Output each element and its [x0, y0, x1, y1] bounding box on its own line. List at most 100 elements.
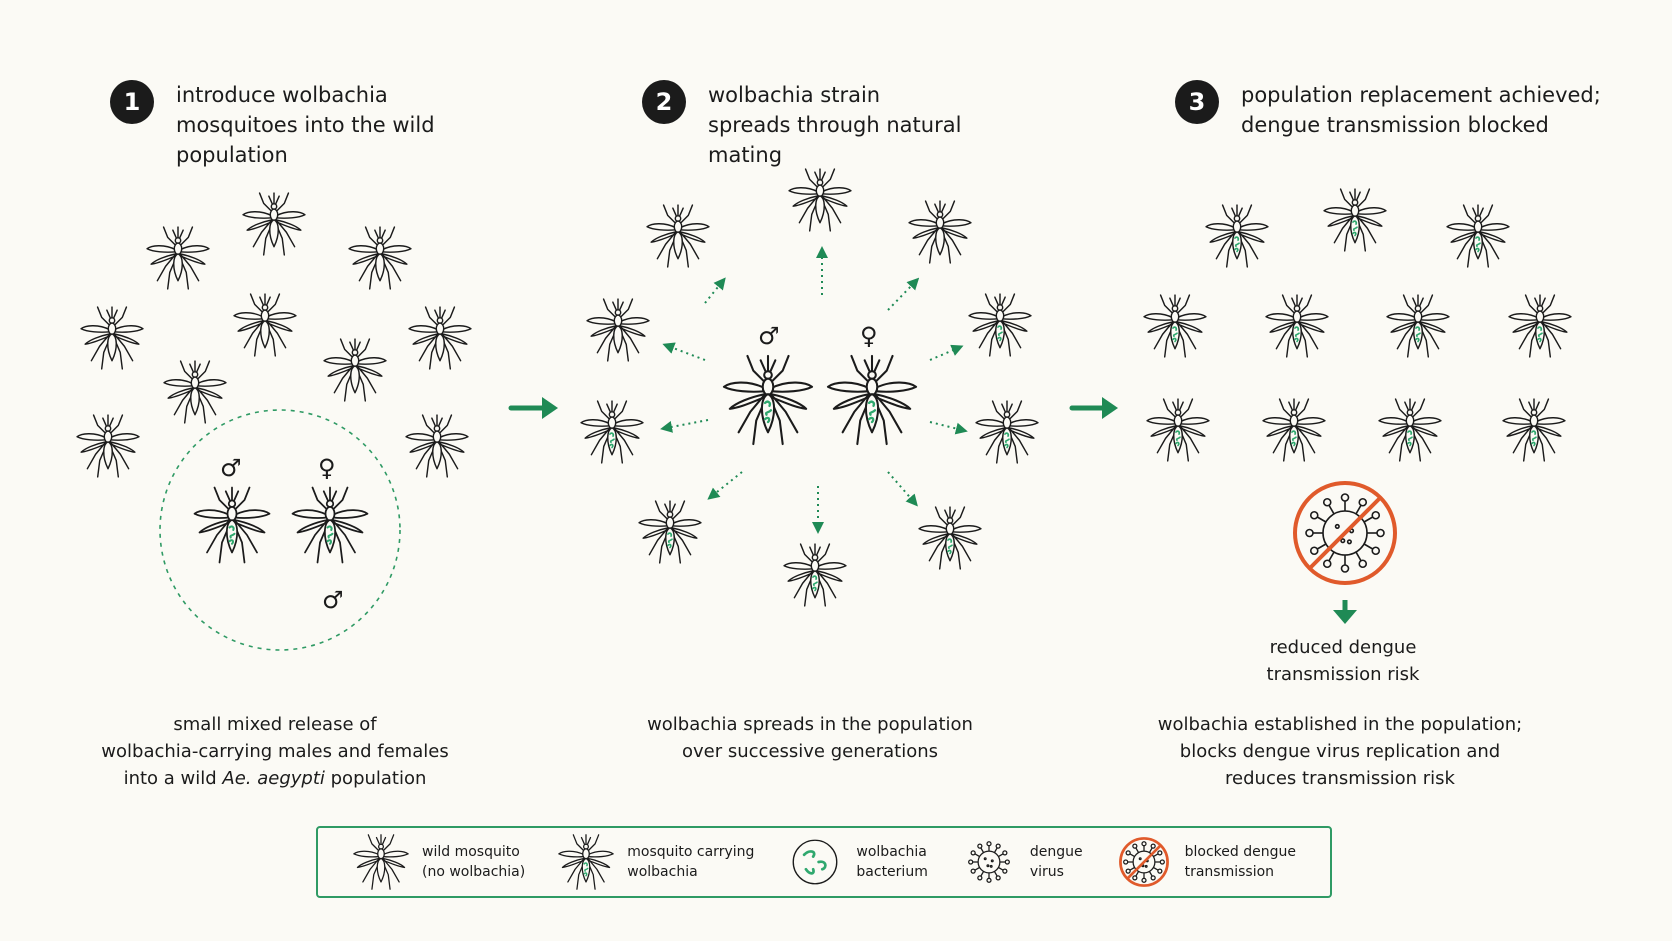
male-symbol: ♂	[220, 454, 242, 482]
mating-wolbachia-female	[828, 356, 916, 444]
legend-item-wolbachia-mosquito: mosquito carrying wolbachia	[557, 833, 754, 891]
risk-label-line: reduced dengue	[1269, 637, 1417, 658]
blocked-dengue-icon	[1118, 837, 1169, 887]
legend-label-line: wolbachia	[627, 864, 698, 880]
wolbachia-mosquito-icon	[1144, 295, 1206, 357]
dengue-virus-icon	[967, 841, 1010, 883]
female-symbol: ♀	[318, 454, 336, 482]
caption-line: wolbachia established in the population;	[1157, 714, 1523, 735]
male-symbol: ♂	[322, 586, 344, 614]
legend-item-wolbachia-bacterium: wolbachia bacterium	[786, 833, 928, 891]
legend-label: wolbachia bacterium	[856, 842, 927, 882]
spread-arrow	[660, 419, 709, 433]
spread-arrow	[707, 471, 743, 500]
wolbachia-mosquito-icon	[1503, 399, 1565, 461]
risk-label-line: transmission risk	[1266, 664, 1420, 685]
wild-mosquito-icon	[586, 298, 650, 362]
caption-line: into a wild Ae. aegypti population	[90, 765, 460, 792]
legend-label-line: transmission	[1184, 864, 1275, 880]
wild-mosquito-icon	[163, 360, 227, 424]
wolbachia-mosquito-icon	[1263, 399, 1325, 461]
spread-arrow	[887, 471, 918, 507]
spread-arrow	[704, 277, 726, 304]
step-2-caption: wolbachia spreads in the population over…	[620, 711, 1000, 765]
wolbachia-mosquito-icon	[1447, 205, 1509, 267]
legend-item-dengue-virus: dengue virus	[960, 833, 1083, 891]
wild-mosquito-icon	[323, 338, 387, 402]
caption-line: reduces transmission risk	[1225, 768, 1455, 789]
species-name: Ae. aegypti	[222, 768, 325, 789]
legend-label-line: (no wolbachia)	[422, 864, 526, 880]
wolbachia-mosquito-icon	[1379, 399, 1441, 461]
wild-mosquito-icon	[405, 414, 469, 478]
wild-mosquito-icon	[908, 200, 972, 264]
wolbachia-mosquito-icon	[1147, 399, 1209, 461]
wild-mosquito-icon	[408, 306, 472, 370]
release-zone-circle	[159, 409, 401, 651]
wild-mosquito-icon	[146, 226, 210, 290]
caption-line: over successive generations	[682, 741, 938, 762]
wolbachia-mosquito-icon	[919, 507, 981, 569]
spread-arrow	[929, 421, 968, 435]
down-arrow	[1333, 600, 1357, 624]
step-1-header: 1 introduce wolbachia mosquitoes into th…	[110, 80, 476, 170]
step-number-badge: 1	[110, 80, 154, 124]
step-3-header: 3 population replacement achieved; dengu…	[1175, 80, 1601, 140]
step-arrow-1	[508, 397, 558, 419]
female-symbol: ♀	[860, 322, 878, 350]
caption-text: population	[324, 768, 427, 789]
wild-mosquito-icon	[80, 306, 144, 370]
legend-label-line: bacterium	[856, 864, 928, 880]
wolbachia-mosquito-icon	[1387, 295, 1449, 357]
released-wolbachia-male	[195, 488, 270, 563]
wild-mosquito-icon	[233, 293, 297, 357]
caption-line: wolbachia spreads in the population	[647, 714, 973, 735]
blocked-dengue-icon	[1293, 481, 1397, 585]
wild-mosquito-icon	[348, 226, 412, 290]
spread-arrow	[662, 342, 706, 361]
legend-label: mosquito carrying wolbachia	[627, 842, 754, 882]
wolbachia-mosquito-icon	[784, 544, 846, 606]
released-wolbachia-female	[293, 488, 368, 563]
wolbachia-mosquito-icon	[976, 401, 1038, 463]
legend-label: dengue virus	[1030, 842, 1083, 882]
spread-arrow	[887, 277, 920, 311]
wolbachia-mosquito-icon	[1206, 205, 1268, 267]
mating-wolbachia-male	[724, 356, 812, 444]
wolbachia-bacterium-icon	[792, 839, 838, 885]
wild-mosquito-icon	[646, 204, 710, 268]
wolbachia-mosquito-icon	[1509, 295, 1571, 357]
wolbachia-mosquito-icon	[557, 833, 615, 891]
legend-label: blocked dengue transmission	[1185, 842, 1296, 882]
wolbachia-mosquito-icon	[969, 294, 1031, 356]
step-2-title: wolbachia strain spreads through natural…	[708, 83, 962, 167]
legend-label: wild mosquito (no wolbachia)	[422, 842, 525, 882]
legend-item-wild-mosquito: wild mosquito (no wolbachia)	[352, 833, 525, 891]
legend-label-line: wolbachia	[856, 844, 927, 860]
step-2-header: 2 wolbachia strain spreads through natur…	[642, 80, 968, 170]
wolbachia-mosquito-icon	[639, 501, 701, 563]
step-arrow-2	[1069, 397, 1118, 419]
legend-label-line: mosquito carrying	[627, 844, 755, 860]
legend-label-line: virus	[1029, 864, 1064, 880]
male-symbol: ♂	[758, 322, 780, 350]
step-3-title: population replacement achieved; dengue …	[1241, 83, 1601, 137]
mosquito-group	[76, 168, 1571, 606]
step-number-badge: 3	[1175, 80, 1219, 124]
legend: wild mosquito (no wolbachia) mosquito car…	[316, 826, 1332, 898]
legend-label-line: dengue	[1029, 844, 1083, 860]
wild-mosquito-icon	[788, 168, 852, 232]
caption-text: into a wild	[123, 768, 223, 789]
wolbachia-mosquito-icon	[581, 401, 643, 463]
legend-label-line: blocked dengue	[1184, 844, 1296, 860]
legend-item-blocked-dengue: blocked dengue transmission	[1115, 833, 1296, 891]
step-number-badge: 2	[642, 80, 686, 124]
step-1-title: introduce wolbachia mosquitoes into the …	[176, 83, 435, 167]
wolbachia-mosquito-icon	[1266, 295, 1328, 357]
step-3-caption: wolbachia established in the population;…	[1140, 711, 1540, 792]
caption-line: wolbachia-carrying males and females	[101, 741, 449, 762]
spread-arrows	[660, 246, 968, 534]
wild-mosquito-icon	[76, 414, 140, 478]
legend-label-line: wild mosquito	[422, 844, 520, 860]
